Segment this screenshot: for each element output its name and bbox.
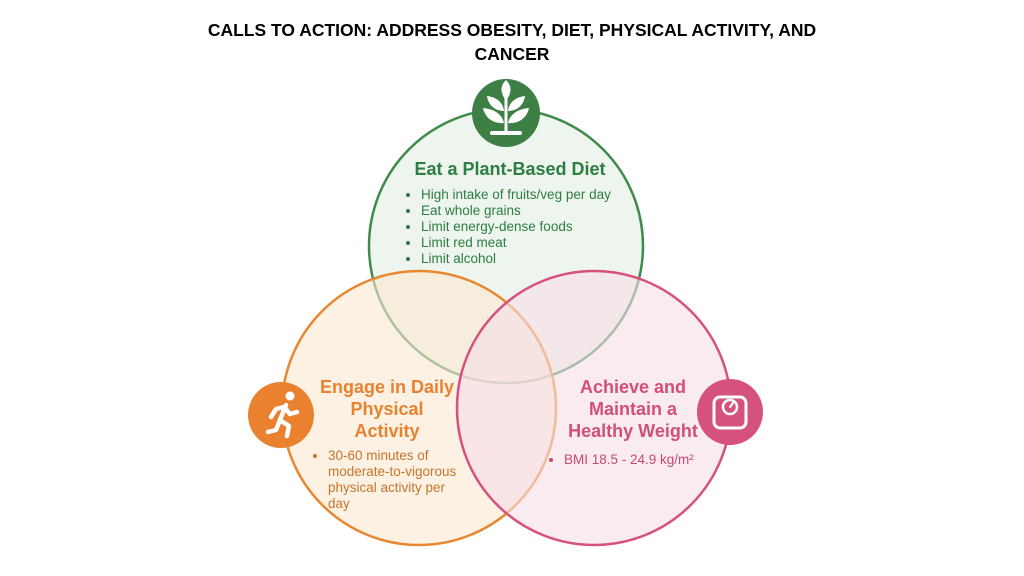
activity-heading-line: Physical: [350, 399, 424, 419]
list-item: Limit energy-dense foods: [421, 219, 645, 235]
weight-heading-line: Healthy Weight: [568, 421, 698, 441]
list-item: Eat whole grains: [421, 203, 645, 219]
diet-section: Eat a Plant-Based Diet High intake of fr…: [375, 158, 645, 267]
weight-heading: Achieve and Maintain a Healthy Weight: [548, 376, 718, 442]
plant-icon: [472, 79, 540, 147]
page-title: CALLS TO ACTION: ADDRESS OBESITY, DIET, …: [162, 18, 862, 66]
list-item: BMI 18.5 - 24.9 kg/m²: [564, 452, 718, 468]
title-line-1: CALLS TO ACTION: ADDRESS OBESITY, DIET, …: [207, 20, 817, 40]
diet-list: High intake of fruits/veg per day Eat wh…: [405, 187, 645, 267]
weight-heading-line: Achieve and: [579, 377, 687, 397]
list-item: High intake of fruits/veg per day: [421, 187, 645, 203]
list-item: Limit alcohol: [421, 251, 645, 267]
title-line-2: CANCER: [474, 44, 550, 64]
activity-heading-line: Engage in Daily: [319, 377, 455, 397]
list-item: Limit red meat: [421, 235, 645, 251]
list-item: 30-60 minutes of moderate-to-vigorous ph…: [328, 448, 466, 512]
running-person-icon: [248, 382, 314, 448]
weight-section: Achieve and Maintain a Healthy Weight BM…: [548, 376, 718, 468]
weight-heading-line: Maintain a: [588, 399, 677, 419]
activity-heading: Engage in Daily Physical Activity: [308, 376, 466, 442]
scale-icon: [697, 379, 763, 445]
activity-list: 30-60 minutes of moderate-to-vigorous ph…: [312, 448, 466, 512]
weight-list: BMI 18.5 - 24.9 kg/m²: [548, 452, 718, 468]
activity-section: Engage in Daily Physical Activity 30-60 …: [308, 376, 466, 512]
diet-heading: Eat a Plant-Based Diet: [414, 159, 606, 179]
activity-heading-line: Activity: [354, 421, 420, 441]
